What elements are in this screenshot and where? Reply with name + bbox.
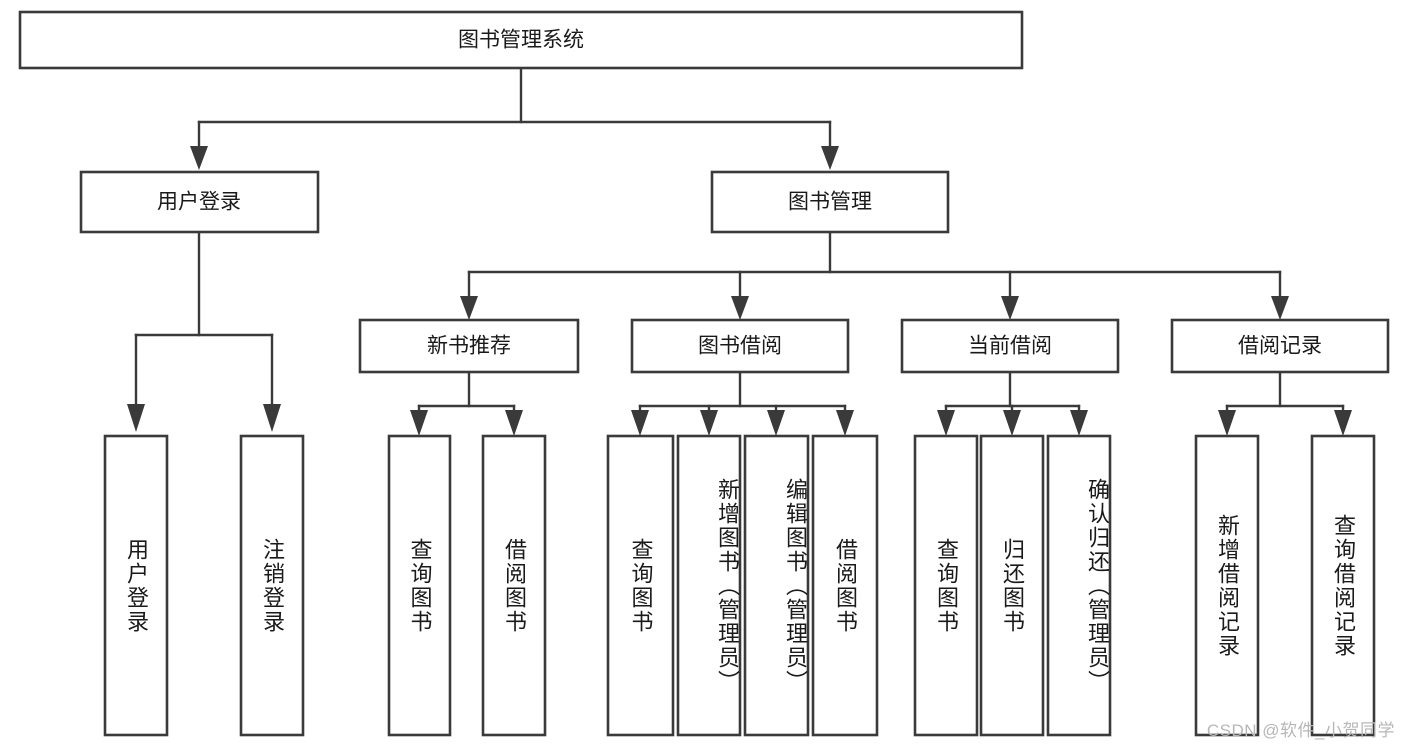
arrow-borrow-child-1	[700, 410, 718, 436]
leaf-borrow-0-label: 查询图书	[628, 537, 654, 634]
node-new-book-recommend[interactable]	[358, 318, 580, 374]
leaf-recommend-0-label: 查询图书	[407, 537, 433, 634]
node-root-label: 图书管理系统	[458, 29, 584, 52]
arrow-to-user-login	[190, 146, 208, 170]
arrow-borrow-child-0	[631, 410, 649, 436]
arrow-recommend-child-0	[410, 410, 428, 436]
node-book-management-label: 图书管理	[788, 191, 872, 214]
leaf-record-0-label: 新增借阅记录	[1214, 513, 1240, 658]
arrow-borrow-child-3	[836, 410, 854, 436]
leaf-user-login-0-label: 用户登录	[123, 537, 149, 634]
leaf-borrow-1[interactable]	[676, 434, 742, 737]
arrow-record-child-0	[1218, 410, 1236, 436]
node-book-borrow-label: 图书借阅	[698, 335, 782, 358]
leaf-borrow-3[interactable]	[811, 434, 879, 737]
arrow-book-mgmt-child-0	[460, 296, 478, 320]
leaf-record-1[interactable]	[1310, 434, 1376, 737]
leaf-borrow-1-label: 新增图书（管理员）	[715, 477, 740, 694]
arrow-current-child-0	[937, 410, 955, 436]
arrow-user-login-child-0	[127, 404, 145, 432]
leaf-recommend-1[interactable]	[481, 434, 547, 737]
leaf-borrow-0[interactable]	[606, 434, 675, 737]
leaf-user-login-1[interactable]	[239, 434, 305, 737]
arrow-book-mgmt-child-2	[1001, 296, 1019, 320]
node-book-borrow[interactable]	[630, 318, 850, 374]
leaf-recommend-1-label: 借阅图书	[501, 537, 527, 634]
leaf-borrow-2[interactable]	[743, 434, 810, 737]
leaf-user-login-1-label: 注销登录	[259, 537, 285, 634]
leaf-borrow-2-label: 编辑图书（管理员）	[783, 477, 808, 694]
arrow-current-child-1	[1003, 410, 1021, 436]
arrow-to-book-mgmt	[821, 146, 839, 170]
leaf-current-2-label: 确认归还（管理员）	[1085, 477, 1110, 694]
node-user-login[interactable]	[79, 170, 320, 234]
arrow-user-login-child-1	[263, 404, 281, 432]
node-current-borrow[interactable]	[900, 318, 1120, 374]
leaf-recommend-0[interactable]	[387, 434, 452, 737]
node-layer: 图书管理系统 用户登录 图书管理 新书推荐 图书借阅 当前借阅 借阅记录	[18, 10, 1390, 737]
arrow-book-mgmt-child-3	[1271, 296, 1289, 320]
leaf-current-1-label: 归还图书	[999, 537, 1025, 634]
node-new-book-recommend-label: 新书推荐	[427, 335, 511, 358]
arrow-recommend-child-1	[505, 410, 523, 436]
leaf-current-1[interactable]	[979, 434, 1045, 737]
connector-layer	[127, 66, 1352, 436]
node-root[interactable]	[18, 10, 1024, 70]
leaf-record-1-label: 查询借阅记录	[1330, 513, 1356, 658]
leaf-record-0[interactable]	[1194, 434, 1260, 737]
node-borrow-record[interactable]	[1170, 318, 1390, 374]
arrow-book-mgmt-child-1	[731, 296, 749, 320]
node-current-borrow-label: 当前借阅	[968, 335, 1052, 358]
leaf-current-0-label: 查询图书	[933, 537, 959, 634]
arrow-current-child-2	[1070, 410, 1088, 436]
node-borrow-record-label: 借阅记录	[1238, 335, 1322, 358]
arrow-record-child-1	[1334, 410, 1352, 436]
leaf-current-2[interactable]	[1046, 434, 1112, 737]
node-user-login-label: 用户登录	[157, 191, 241, 214]
arrow-borrow-child-2	[767, 410, 785, 436]
watermark: CSDN @软件_小贺同学	[1206, 721, 1395, 740]
leaf-borrow-3-label: 借阅图书	[832, 537, 858, 634]
leaf-user-login-0[interactable]	[103, 434, 169, 737]
leaf-current-0[interactable]	[913, 434, 979, 737]
node-book-management[interactable]	[710, 170, 950, 234]
